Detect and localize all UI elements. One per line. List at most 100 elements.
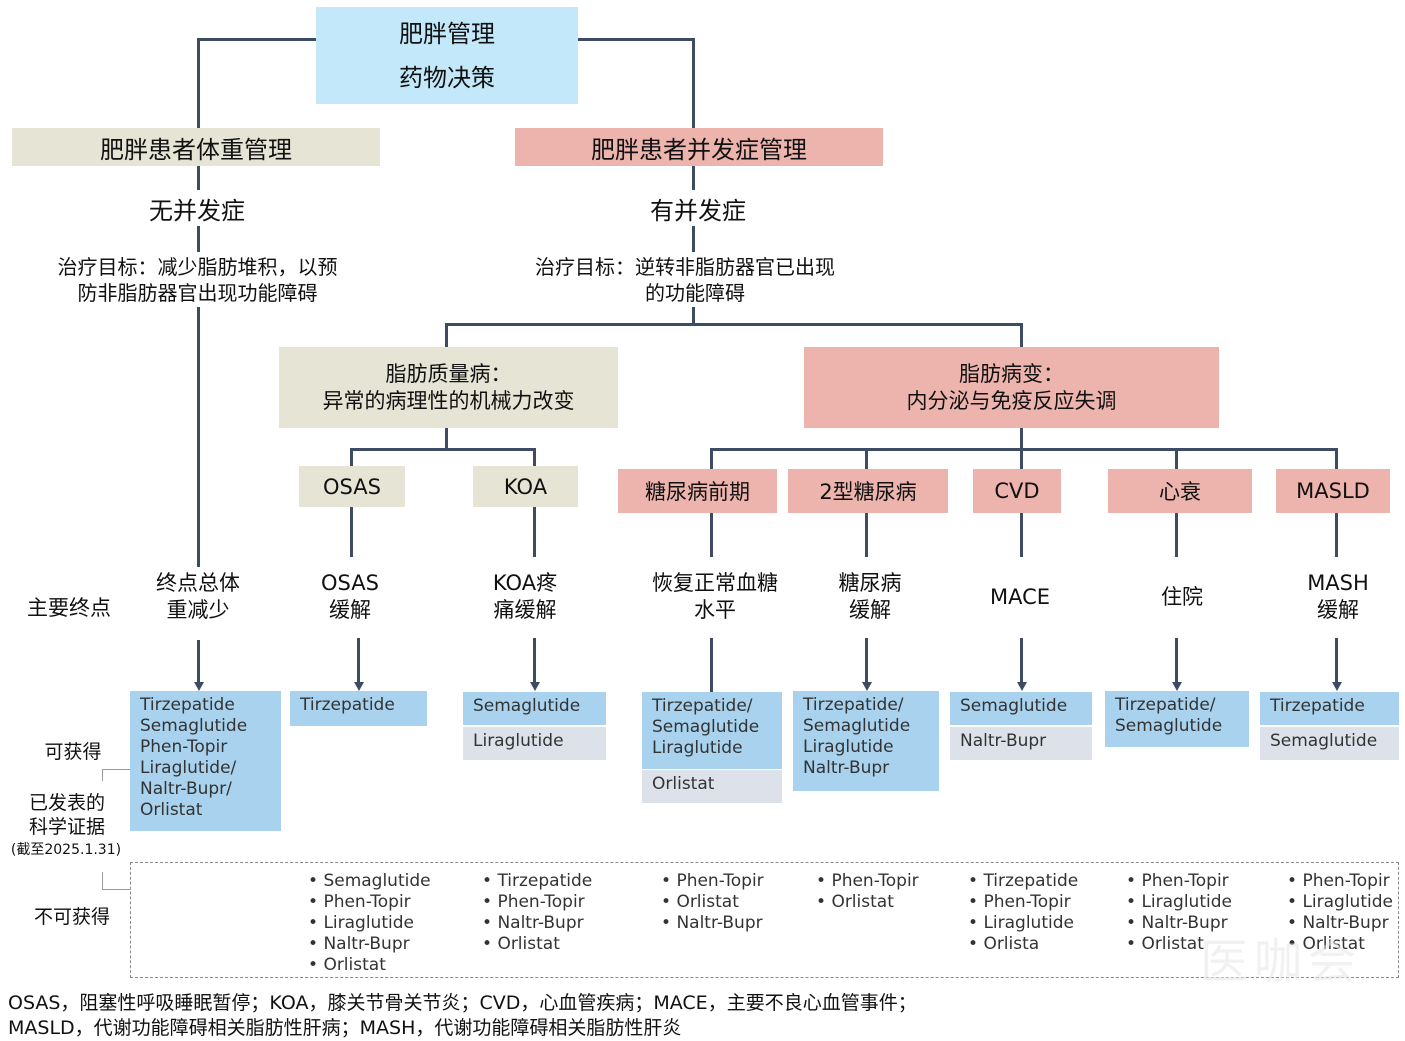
endpoint-osas: OSAS 缓解 (280, 570, 420, 624)
available-drugs-prediabetes-secondary: Orlistat (642, 770, 782, 803)
endpoint-line: 缓解 (329, 598, 371, 622)
unavailable-drug: • Tirzepatide (968, 871, 1079, 891)
unavailable-drug: • Phen-Topir (1287, 871, 1390, 891)
endpoint-koa: KOA疼 痛缓解 (455, 570, 595, 624)
connector (445, 428, 448, 450)
drug-name: Naltr-Bupr (960, 731, 1047, 751)
condition-cvd: CVD (973, 469, 1061, 513)
unavailable-list-t2d: • Phen-Topir • Orlistat (816, 871, 919, 913)
unavailable-drug: • Orlistat (1126, 934, 1204, 954)
unavailable-drug: • Phen-Topir (482, 892, 585, 912)
available-drugs-masld: Tirzepatide (1260, 692, 1399, 725)
endpoint-line: 终点总体 (156, 571, 240, 595)
connector (533, 448, 536, 466)
unavailable-list-masld: • Phen-Topir • Liraglutide • Naltr-Bupr … (1287, 871, 1393, 955)
connector (197, 166, 200, 190)
endpoint-cvd: MACE (950, 584, 1090, 611)
drug-name: Tirzepatide/ (1115, 695, 1216, 715)
drug-name: Tirzepatide/ (652, 696, 753, 716)
right-goal-line1: 治疗目标：逆转非脂肪器官已出现 (535, 255, 835, 279)
endpoint-line: 恢复正常血糖 (652, 571, 778, 595)
endpoint-line: 缓解 (1317, 598, 1359, 622)
arrow-down-icon (529, 682, 540, 691)
sick-line1: 脂肪病变： (959, 361, 1064, 386)
endpoint-line: 水平 (694, 598, 736, 622)
drug-name: Tirzepatide/ (803, 695, 904, 715)
row-label-evidence: 已发表的 科学证据 (12, 791, 122, 839)
connector (1020, 448, 1023, 470)
endpoint-line: 缓解 (849, 598, 891, 622)
connector (692, 226, 695, 252)
row-label-unavailable: 不可获得 (33, 906, 110, 928)
with-complication-label: 有并发症 (650, 197, 746, 225)
connector (445, 323, 1023, 326)
row-label-available: 可获得 (44, 741, 102, 763)
available-drugs-koa: Semaglutide (463, 692, 606, 725)
arrow-down-icon (353, 682, 364, 691)
available-drugs-osas: Tirzepatide (290, 691, 427, 726)
endpoint-line: OSAS (321, 571, 379, 595)
connector (1335, 448, 1338, 470)
unavailable-drug: • Phen-Topir (968, 892, 1071, 912)
mass-line2: 异常的病理性的机械力改变 (322, 388, 575, 413)
unavailable-region (130, 862, 1399, 978)
connector (1020, 323, 1023, 347)
endpoint-weight: 终点总体 重减少 (118, 570, 278, 624)
sick-line2: 内分泌与免疫反应失调 (906, 388, 1117, 413)
available-drugs-cvd-secondary: Naltr-Bupr (950, 727, 1092, 760)
endpoint-line: 糖尿病 (838, 571, 902, 595)
endpoint-masld: MASH 缓解 (1268, 570, 1405, 624)
connector (1020, 512, 1023, 557)
arrow-down-icon (1331, 682, 1342, 691)
drug-name: Semaglutide (473, 696, 581, 716)
left-goal-line2: 防非脂肪器官出现功能障碍 (77, 281, 318, 305)
connector (533, 507, 536, 557)
drug-name: Semaglutide (803, 716, 911, 736)
endpoint-line: 痛缓解 (493, 598, 557, 622)
drug-name: Tirzepatide (300, 695, 395, 715)
endpoint-line: KOA疼 (492, 571, 558, 595)
arrow-shaft (197, 640, 200, 684)
unavailable-drug: • Phen-Topir (308, 892, 411, 912)
condition-label: KOA (503, 474, 548, 499)
condition-label: 糖尿病前期 (645, 480, 750, 504)
connector (445, 323, 448, 347)
connector (692, 38, 695, 130)
endpoint-line: 住院 (1161, 585, 1203, 609)
unavailable-drug: • Semaglutide (308, 871, 431, 891)
drug-name: Semaglutide (652, 717, 760, 737)
condition-t2d: 2型糖尿病 (788, 469, 948, 513)
unavailable-list-osas: • Semaglutide • Phen-Topir • Liraglutide… (308, 871, 431, 976)
endpoint-hf: 住院 (1112, 584, 1252, 611)
row-label-evidence-date: (截至2025.1.31) (10, 842, 122, 858)
drug-name: Semaglutide (1115, 716, 1223, 736)
available-drugs-cvd: Semaglutide (950, 692, 1092, 725)
no-complication-label: 无并发症 (149, 197, 245, 225)
unavailable-drug: • Naltr-Bupr (308, 934, 410, 954)
condition-label: CVD (994, 479, 1040, 503)
unavailable-drug: • Naltr-Bupr (1287, 913, 1389, 933)
unavailable-drug: • Liraglutide (308, 913, 414, 933)
root-node: 肥胖管理 药物决策 (316, 7, 578, 104)
unavailable-drug: • Orlistat (482, 934, 560, 954)
connector (692, 166, 695, 190)
available-drugs-weight: Tirzepatide Semaglutide Phen-Topir Lirag… (130, 691, 281, 831)
bracket-unavailable (102, 872, 130, 890)
condition-masld: MASLD (1276, 469, 1390, 513)
unavailable-drug: • Orlista (968, 934, 1040, 954)
weight-management-title: 肥胖患者体重管理 (100, 135, 292, 164)
footnote-line1: OSAS，阻塞性呼吸睡眠暂停；KOA，膝关节骨关节炎；CVD，心血管疾病；MAC… (8, 992, 917, 1014)
connector (350, 448, 353, 466)
unavailable-drug: • Orlistat (308, 955, 386, 975)
right-goal: 治疗目标：逆转非脂肪器官已出现 的功能障碍 (535, 254, 865, 306)
condition-prediabetes: 糖尿病前期 (618, 469, 777, 513)
root-title: 肥胖管理 (399, 19, 495, 48)
connector (577, 38, 695, 41)
left-goal-line1: 治疗目标：减少脂肪堆积，以预 (57, 255, 338, 279)
footnote-line2: MASLD，代谢功能障碍相关脂肪性肝病；MASH，代谢功能障碍相关脂肪性肝炎 (8, 1017, 682, 1039)
unavailable-list-cvd: • Tirzepatide • Phen-Topir • Liraglutide… (968, 871, 1078, 955)
arrow-shaft (1175, 638, 1178, 684)
endpoint-prediabetes: 恢复正常血糖 水平 (630, 570, 800, 624)
drug-name: Liraglutide/ (140, 758, 237, 778)
adiposity-mass-disease-node: 脂肪质量病： 异常的病理性的机械力改变 (279, 347, 618, 428)
